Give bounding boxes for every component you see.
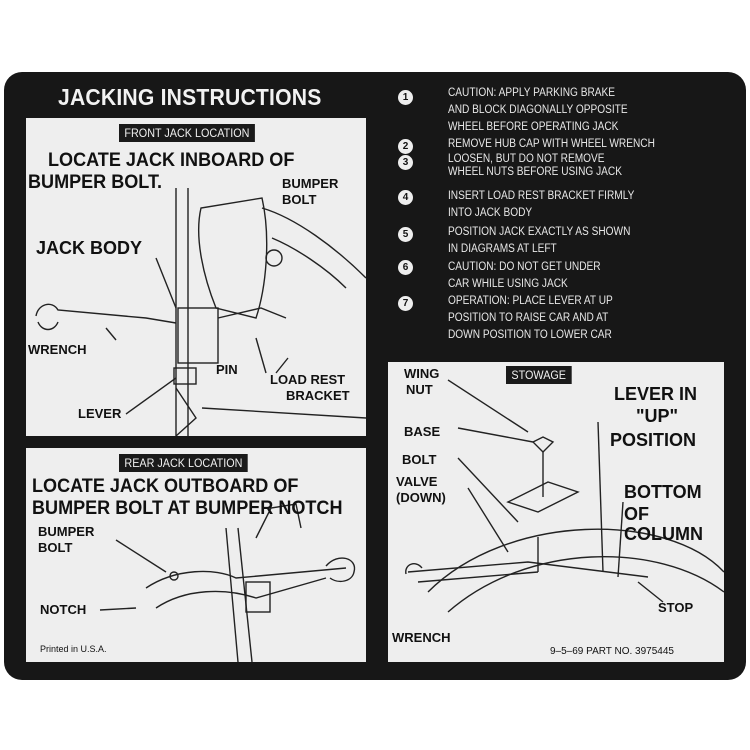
up-label: "UP": [636, 406, 679, 426]
step-line: CAR WHILE USING JACK: [448, 278, 568, 290]
rear-jack-illustration: [99, 503, 356, 662]
pin-label: PIN: [216, 362, 238, 377]
position-label: POSITION: [610, 430, 697, 450]
step-number: 6: [398, 260, 413, 275]
page-title: JACKING INSTRUCTIONS: [58, 84, 322, 110]
front-jack-panel: FRONT JACK LOCATION LOCATE JACK INBOARD …: [26, 118, 366, 436]
column-label: COLUMN: [624, 524, 703, 544]
stowage-panel: STOWAGE WING NUT BASE BOLT VALVE (DOWN) …: [388, 362, 724, 662]
wrench-label: WRENCH: [28, 342, 87, 357]
front-instruction-line2: BUMPER BOLT.: [28, 172, 163, 193]
step-number: 7: [398, 296, 413, 311]
step-line: WHEEL BEFORE OPERATING JACK: [448, 121, 619, 133]
rear-bolt-label: BOLT: [38, 540, 73, 555]
base-label: BASE: [404, 424, 441, 439]
part-number: 9–5–69 PART NO. 3975445: [550, 646, 674, 657]
step-line: INTO JACK BODY: [448, 207, 533, 219]
stowage-heading: STOWAGE: [506, 366, 572, 384]
step-text: INSERT LOAD REST BRACKET FIRMLY INTO JAC…: [448, 188, 634, 222]
rear-instruction-line1: LOCATE JACK OUTBOARD OF: [32, 476, 299, 497]
bumper-label: BUMPER: [282, 176, 339, 191]
step-text: POSITION JACK EXACTLY AS SHOWN IN DIAGRA…: [448, 224, 630, 258]
rear-jack-panel: REAR JACK LOCATION LOCATE JACK OUTBOARD …: [26, 448, 366, 662]
bracket-label: BRACKET: [286, 388, 350, 403]
wing-label: WING: [404, 366, 440, 381]
of-label: OF: [624, 504, 649, 524]
step-line: AND BLOCK DIAGONALLY OPPOSITE: [448, 104, 628, 116]
step-line: DOWN POSITION TO LOWER CAR: [448, 329, 612, 341]
step-number: 2: [398, 139, 413, 154]
stowage-bolt-label: BOLT: [402, 452, 437, 467]
stop-label: STOP: [658, 600, 694, 615]
notch-label: NOTCH: [40, 602, 87, 617]
step-number: 5: [398, 227, 413, 242]
step-line: POSITION JACK EXACTLY AS SHOWN: [448, 226, 631, 238]
step-line: REMOVE HUB CAP WITH WHEEL WRENCH: [448, 138, 655, 150]
jack-body-label: JACK BODY: [36, 238, 143, 258]
step-line: WHEEL NUTS BEFORE USING JACK: [448, 166, 622, 178]
step-line: CAUTION: APPLY PARKING BRAKE: [448, 87, 616, 99]
rear-instruction-line2: BUMPER BOLT AT BUMPER NOTCH: [32, 498, 343, 519]
front-jack-illustration: [35, 188, 366, 436]
front-jack-heading: FRONT JACK LOCATION: [119, 124, 255, 142]
step-line: POSITION TO RAISE CAR AND AT: [448, 312, 609, 324]
nut-label: NUT: [406, 382, 433, 397]
step-text: CAUTION: DO NOT GET UNDER CAR WHILE USIN…: [448, 259, 601, 293]
step-number: 4: [398, 190, 413, 205]
step-line: CAUTION: DO NOT GET UNDER: [448, 261, 601, 273]
stowage-illustration: [405, 379, 724, 613]
step-number: 1: [398, 90, 413, 105]
rear-jack-heading: REAR JACK LOCATION: [119, 454, 248, 472]
step-line: INSERT LOAD REST BRACKET FIRMLY: [448, 190, 635, 202]
step-text: OPERATION: PLACE LEVER AT UP POSITION TO…: [448, 293, 613, 344]
lever-label: LEVER: [78, 406, 122, 421]
step-text: LOOSEN, BUT DO NOT REMOVE WHEEL NUTS BEF…: [448, 153, 622, 179]
rear-bumper-label: BUMPER: [38, 524, 95, 539]
stowage-wrench-label: WRENCH: [392, 630, 451, 645]
step-text: CAUTION: APPLY PARKING BRAKE AND BLOCK D…: [448, 85, 628, 136]
valve-label: VALVE: [396, 474, 438, 489]
valve-down-label: (DOWN): [396, 490, 446, 505]
step-line: OPERATION: PLACE LEVER AT UP: [448, 295, 613, 307]
step-number: 3: [398, 155, 413, 170]
step-line: LOOSEN, BUT DO NOT REMOVE: [448, 153, 605, 165]
load-rest-label: LOAD REST: [270, 372, 346, 387]
bottom-label: BOTTOM: [624, 482, 702, 502]
front-instruction-line1: LOCATE JACK INBOARD OF: [48, 150, 295, 171]
bolt-label: BOLT: [282, 192, 317, 207]
printed-in-usa: Printed in U.S.A.: [40, 644, 107, 654]
step-line: IN DIAGRAMS AT LEFT: [448, 243, 557, 255]
lever-in-label: LEVER IN: [614, 384, 698, 404]
step-text: REMOVE HUB CAP WITH WHEEL WRENCH: [448, 136, 655, 153]
